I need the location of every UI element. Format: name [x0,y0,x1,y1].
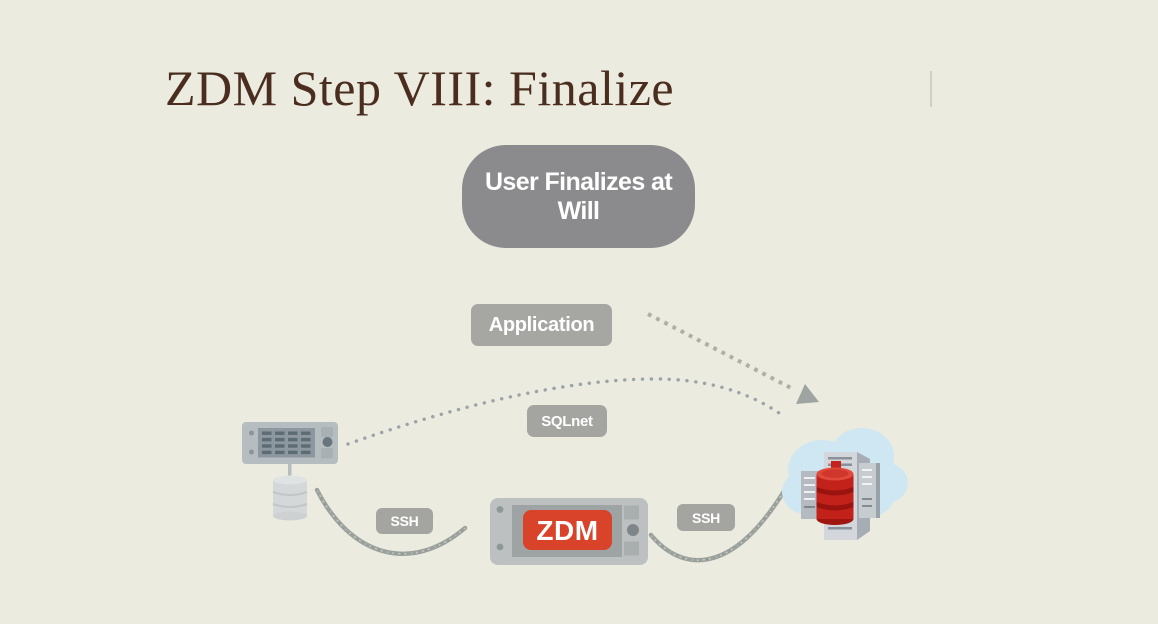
application-label: Application [471,304,612,346]
ssh-label-left: SSH [376,508,433,534]
stray-vertical-line [930,71,932,107]
arrowhead-icon [796,384,819,404]
finalize-node: User Finalizes at Will [462,145,695,248]
page-title: ZDM Step VIII: Finalize [165,60,675,116]
database-cylinder-icon [272,475,308,521]
source-server-icon [242,422,338,521]
ssh-connector-right-icon [648,485,789,563]
red-database-icon [816,467,854,525]
ssh-label-right: SSH [677,504,735,531]
sqlnet-connector-icon [346,377,781,446]
finalize-node-line1: User Finalizes at [484,167,673,196]
application-arrow-icon [647,312,819,404]
finalize-node-line2: Will [557,196,600,225]
sqlnet-label: SQLnet [527,405,607,437]
zdm-appliance-icon: ZDM [490,498,648,565]
ssh-connector-left-icon [314,487,468,556]
zdm-device-label: ZDM [536,515,598,546]
target-cloud-icon [782,428,908,540]
